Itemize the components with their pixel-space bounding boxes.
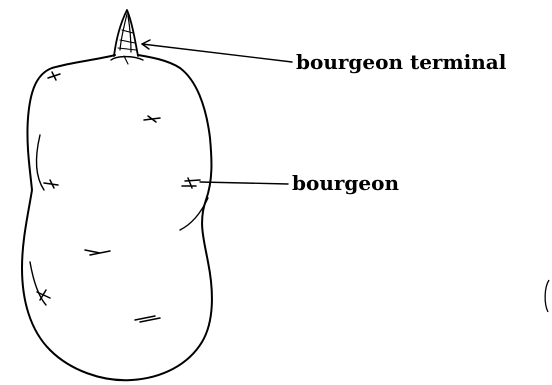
right-notch — [180, 198, 208, 230]
terminal-bud-icon — [111, 10, 143, 64]
edge-fragment — [545, 280, 549, 312]
left-fold-line — [37, 135, 44, 190]
bud-eye-icons — [37, 72, 200, 322]
lateral-bud-label: bourgeon — [292, 173, 399, 193]
lateral-bud-pointer — [200, 182, 288, 184]
terminal-bud-label: bourgeon terminal — [296, 52, 506, 72]
terminal-bud-pointer — [142, 40, 292, 62]
tuber-outline — [22, 55, 212, 380]
lower-left-fold — [30, 262, 46, 305]
